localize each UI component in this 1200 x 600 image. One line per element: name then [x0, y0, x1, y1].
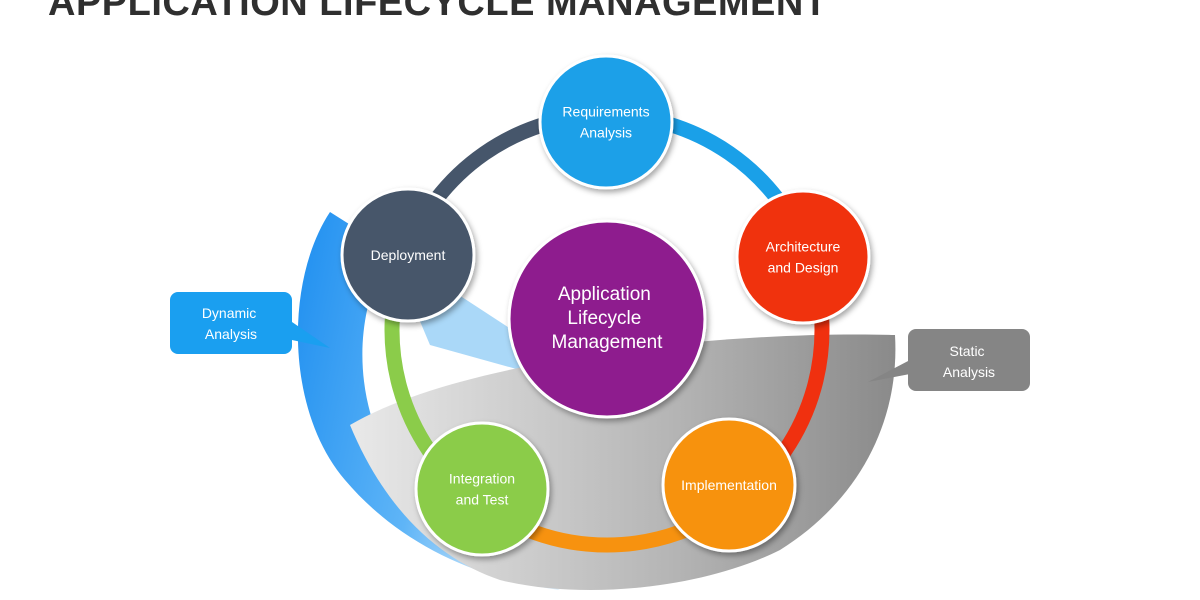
- center-node: Application Lifecycle Management: [507, 219, 707, 419]
- stage-label-deployment: Deployment: [371, 247, 446, 263]
- dynamic-analysis-callout: Dynamic Analysis: [170, 292, 330, 354]
- stage-circle-requirements-analysis: [538, 54, 674, 190]
- static-analysis-callout: Static Analysis: [868, 329, 1030, 391]
- stage-circle-architecture-and-design: [735, 189, 871, 325]
- static-analysis-label: Static Analysis: [943, 343, 995, 380]
- stage-node-deployment: Deployment: [340, 187, 476, 323]
- stage-circle-deployment: [340, 187, 476, 323]
- stage-label-implementation: Implementation: [681, 477, 777, 493]
- dynamic-analysis-swoosh: [297, 212, 560, 590]
- dynamic-analysis-label: Dynamic Analysis: [202, 305, 260, 342]
- page-title: APPLICATION LIFECYCLE MANAGEMENT: [48, 0, 828, 24]
- center-label: Application Lifecycle Management: [552, 284, 664, 353]
- stage-circle-integration-and-test: [414, 421, 550, 557]
- stage-circle-implementation: [661, 417, 797, 553]
- stage-node-implementation: Implementation: [661, 417, 797, 553]
